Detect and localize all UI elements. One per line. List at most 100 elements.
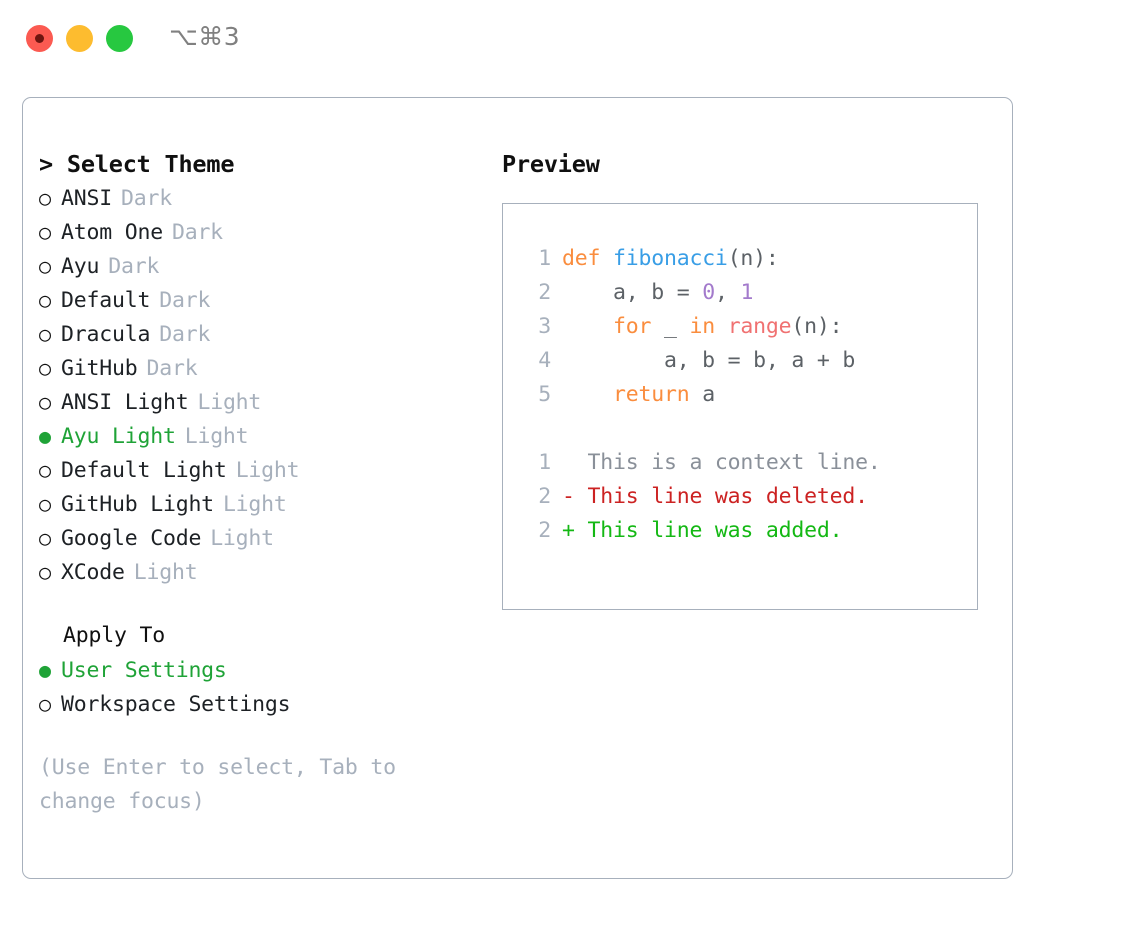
code-line-content: a, b = b, a + b	[562, 344, 855, 378]
theme-option-label: Ayu	[61, 254, 100, 279]
theme-option-google-code[interactable]: ○ Google Code Light	[39, 521, 479, 555]
theme-option-label: Default	[61, 288, 151, 313]
code-line: 1 def fibonacci(n):	[521, 242, 977, 276]
diff-line-ctx: 1 This is a context line.	[521, 446, 977, 480]
minimize-button[interactable]	[66, 25, 93, 52]
diff-line-content: This is a context line.	[562, 450, 881, 475]
code-line-content: a, b = 0, 1	[562, 276, 753, 310]
theme-option-label: GitHub	[61, 356, 138, 381]
theme-option-label: Google Code	[61, 526, 202, 551]
line-number: 1	[538, 450, 551, 475]
radio-unselected-icon: ○	[39, 458, 51, 482]
radio-unselected-icon: ○	[39, 186, 51, 210]
radio-unselected-icon: ○	[39, 356, 51, 380]
code-token: fibonacci	[612, 246, 728, 271]
theme-option-label: Ayu Light	[61, 424, 176, 449]
code-line: 3 for _ in range(n):	[521, 310, 977, 344]
line-number: 2	[538, 518, 551, 543]
apply-to-option-user-settings[interactable]: ● User Settings	[39, 653, 479, 687]
apply-to-option-workspace-settings[interactable]: ○ Workspace Settings	[39, 687, 479, 721]
line-number: 5	[538, 382, 551, 407]
theme-variant-tag: Light	[210, 526, 274, 551]
radio-unselected-icon: ○	[39, 692, 51, 716]
code-token: (n):	[727, 246, 779, 271]
code-token: range	[727, 314, 792, 339]
diff-line-add: 2 + This line was added.	[521, 514, 977, 548]
code-line-content: def fibonacci(n):	[562, 242, 779, 276]
code-line: 4 a, b = b, a + b	[521, 344, 977, 378]
select-theme-heading: > Select Theme	[39, 150, 235, 178]
line-number: 2	[538, 484, 551, 509]
theme-option-github[interactable]: ○ GitHub Dark	[39, 351, 479, 385]
keyboard-hint: (Use Enter to select, Tab to change focu…	[39, 755, 396, 814]
traffic-light-group	[26, 25, 133, 52]
theme-variant-tag: Light	[184, 424, 249, 449]
line-number: 4	[538, 348, 551, 373]
close-button[interactable]	[26, 25, 53, 52]
code-token: a, b =	[562, 280, 703, 305]
code-line: 2 a, b = 0, 1	[521, 276, 977, 310]
code-token: a, b = b, a + b	[562, 348, 856, 373]
maximize-button[interactable]	[106, 25, 133, 52]
diff-line-content: - This line was deleted.	[562, 484, 868, 509]
apply-to-list: ● User Settings ○ Workspace Settings	[39, 653, 479, 721]
code-token: _	[663, 314, 690, 339]
diff-line-content: + This line was added.	[562, 518, 843, 543]
code-line-content: return a	[562, 378, 715, 412]
theme-variant-tag: Dark	[120, 186, 172, 211]
title-bar: ⌥⌘3	[0, 0, 1140, 78]
theme-option-label: Default Light	[61, 458, 227, 483]
code-token: return	[562, 382, 703, 407]
theme-option-label: GitHub Light	[61, 492, 214, 517]
radio-selected-icon: ●	[39, 658, 51, 682]
line-number: 1	[538, 246, 551, 271]
code-diff-separator	[521, 412, 977, 446]
code-token: a	[702, 382, 715, 407]
line-number: 3	[538, 314, 551, 339]
theme-variant-tag: Light	[222, 492, 287, 517]
theme-option-default[interactable]: ○ Default Dark	[39, 283, 479, 317]
radio-unselected-icon: ○	[39, 288, 51, 312]
line-number: 2	[538, 280, 551, 305]
apply-to-section: Apply To ●User Settings○Workspace Settin…	[39, 619, 479, 721]
radio-unselected-icon: ○	[39, 390, 51, 414]
theme-variant-tag: Light	[133, 560, 198, 585]
diff-line-del: 2 - This line was deleted.	[521, 480, 977, 514]
radio-unselected-icon: ○	[39, 526, 51, 550]
radio-unselected-icon: ○	[39, 254, 51, 278]
code-token: ,	[714, 280, 741, 305]
code-line-content: for _ in range(n):	[562, 310, 843, 344]
code-token: (n):	[791, 314, 843, 339]
theme-variant-tag: Dark	[159, 322, 211, 347]
code-token: def	[562, 246, 613, 271]
theme-option-ayu[interactable]: ○ Ayu Dark	[39, 249, 479, 283]
window-title: ⌥⌘3	[169, 22, 241, 51]
theme-variant-tag: Dark	[108, 254, 160, 279]
radio-unselected-icon: ○	[39, 220, 51, 244]
code-token: 1	[740, 280, 754, 305]
theme-variant-tag: Dark	[146, 356, 198, 381]
code-token: in	[689, 314, 728, 339]
theme-variant-tag: Dark	[159, 288, 211, 313]
theme-option-default-light[interactable]: ○ Default Light Light	[39, 453, 479, 487]
radio-unselected-icon: ○	[39, 492, 51, 516]
code-line: 5 return a	[521, 378, 977, 412]
theme-option-github-light[interactable]: ○ GitHub Light Light	[39, 487, 479, 521]
apply-to-option-label: Workspace Settings	[61, 692, 291, 717]
theme-variant-tag: Light	[235, 458, 300, 483]
code-token: for	[562, 314, 664, 339]
apply-to-option-label: User Settings	[61, 658, 227, 683]
